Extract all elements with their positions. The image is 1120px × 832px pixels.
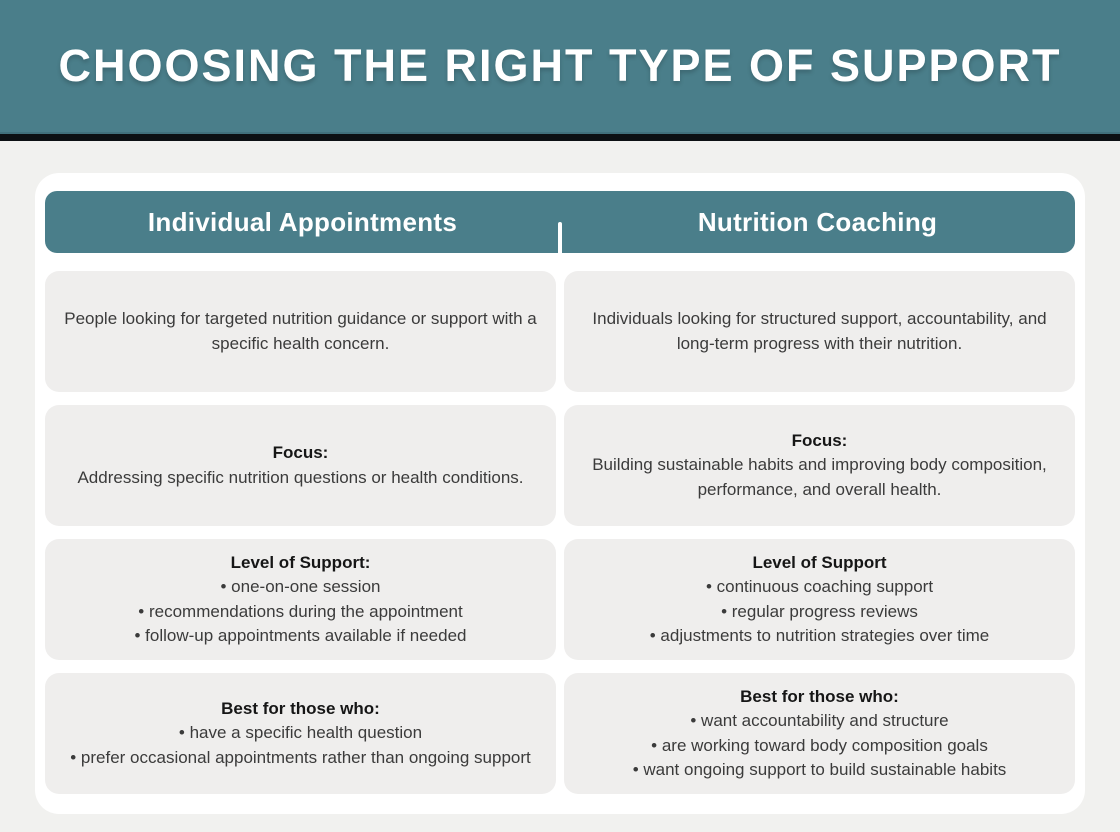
table-cell-support-level-individual: Level of Support: one-on-one session rec… <box>45 539 556 660</box>
bullet-item: want ongoing support to build sustainabl… <box>633 758 1006 782</box>
column-divider <box>558 222 562 263</box>
cell-text: Addressing specific nutrition questions … <box>77 467 524 487</box>
cell-heading: Level of Support <box>752 553 887 573</box>
bullet-item: one-on-one session <box>220 575 380 599</box>
table-cell-support-level-coaching: Level of Support continuous coaching sup… <box>564 539 1075 660</box>
cell-text: Building sustainable habits and improvin… <box>592 455 1047 499</box>
page-title: CHOOSING THE RIGHT TYPE OF SUPPORT <box>58 40 1062 91</box>
table-header-row: Individual Appointments Nutrition Coachi… <box>45 191 1075 263</box>
cell-heading: Level of Support: <box>230 553 371 573</box>
infographic-page: CHOOSING THE RIGHT TYPE OF SUPPORT Indiv… <box>0 0 1120 814</box>
cell-heading: Best for those who: <box>740 687 899 707</box>
bullet-item: regular progress reviews <box>721 600 918 624</box>
table-cell-best-for-individual: Best for those who: have a specific heal… <box>45 673 556 794</box>
cell-text: Individuals looking for structured suppo… <box>592 309 1047 353</box>
table-cell-focus-individual: Focus: Addressing specific nutrition que… <box>45 405 556 526</box>
bullet-item: want accountability and structure <box>690 709 949 733</box>
banner: CHOOSING THE RIGHT TYPE OF SUPPORT <box>0 0 1120 134</box>
bullet-item: have a specific health question <box>179 721 423 745</box>
bullet-item: follow-up appointments available if need… <box>134 624 466 648</box>
bullet-item: adjustments to nutrition strategies over… <box>650 624 989 648</box>
table-cell-focus-coaching: Focus: Building sustainable habits and i… <box>564 405 1075 526</box>
table-cell-audience-coaching: Individuals looking for structured suppo… <box>564 271 1075 392</box>
bullet-item: prefer occasional appointments rather th… <box>70 746 531 770</box>
cell-heading: Focus: <box>272 443 329 463</box>
bullet-item: recommendations during the appointment <box>138 600 463 624</box>
column-header-individual-appointments: Individual Appointments <box>147 206 458 237</box>
content-area: Individual Appointments Nutrition Coachi… <box>0 141 1120 814</box>
cell-text: People looking for targeted nutrition gu… <box>64 309 537 353</box>
column-header-nutrition-coaching: Nutrition Coaching <box>697 206 938 237</box>
table-cell-audience-individual: People looking for targeted nutrition gu… <box>45 271 556 392</box>
bullet-item: continuous coaching support <box>706 575 933 599</box>
cell-heading: Best for those who: <box>221 699 380 719</box>
table-cell-best-for-coaching: Best for those who: want accountability … <box>564 673 1075 794</box>
bullet-item: are working toward body composition goal… <box>651 734 988 758</box>
comparison-card: Individual Appointments Nutrition Coachi… <box>35 173 1085 814</box>
cell-heading: Focus: <box>791 431 848 451</box>
horizontal-rule <box>0 134 1120 141</box>
comparison-grid: People looking for targeted nutrition gu… <box>45 271 1075 794</box>
